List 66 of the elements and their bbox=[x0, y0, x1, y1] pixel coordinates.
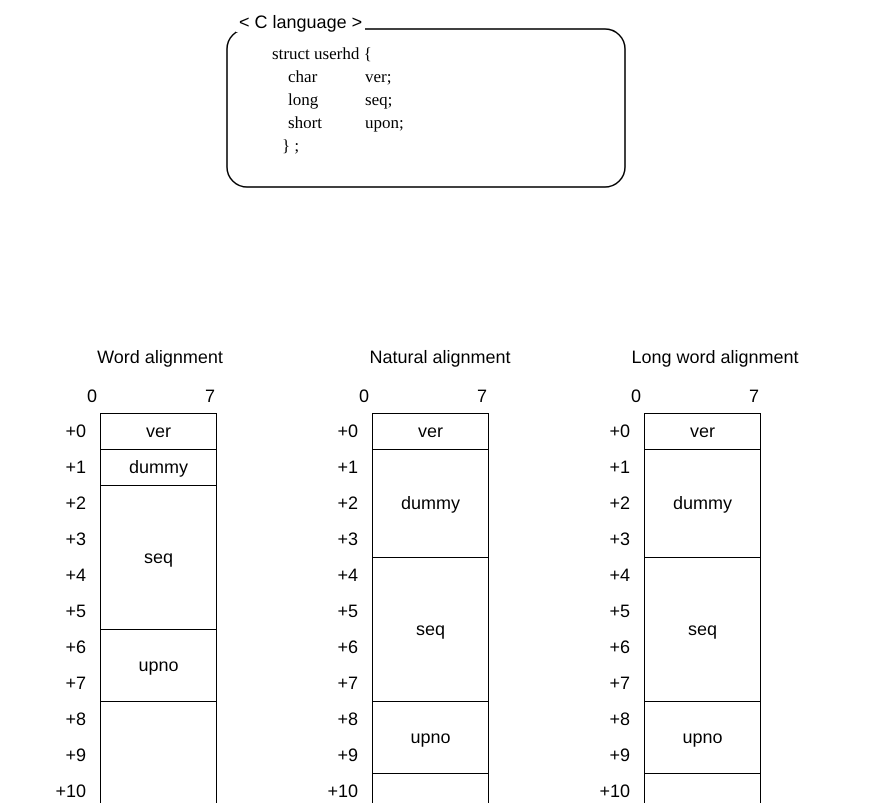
empty-memory-field bbox=[644, 773, 761, 803]
byte-offset: +2 bbox=[64, 493, 86, 513]
code-field: seq; bbox=[365, 90, 392, 110]
empty-memory-field bbox=[372, 773, 489, 803]
code-type: char bbox=[288, 67, 318, 87]
byte-offset: +2 bbox=[608, 493, 630, 513]
table-heading: Natural alignment bbox=[368, 347, 512, 367]
byte-offset: +1 bbox=[64, 457, 86, 477]
byte-offset: +3 bbox=[336, 529, 358, 549]
bit-number: 7 bbox=[476, 386, 488, 406]
byte-offset: +10 bbox=[598, 781, 630, 801]
byte-offset: +9 bbox=[608, 745, 630, 765]
code-field: ver; bbox=[365, 67, 392, 87]
byte-offset: +5 bbox=[336, 601, 358, 621]
byte-offset: +5 bbox=[608, 601, 630, 621]
code-line: struct userhd { bbox=[272, 44, 372, 64]
table-heading: Long word alignment bbox=[630, 347, 800, 367]
memory-field: dummy bbox=[100, 449, 217, 486]
byte-offset: +4 bbox=[336, 565, 358, 585]
byte-offset: +7 bbox=[336, 673, 358, 693]
memory-field: dummy bbox=[372, 449, 489, 558]
memory-field: seq bbox=[100, 485, 217, 630]
frame-title: < C language > bbox=[236, 12, 366, 32]
byte-offset: +0 bbox=[608, 421, 630, 441]
byte-offset: +4 bbox=[608, 565, 630, 585]
byte-offset: +7 bbox=[608, 673, 630, 693]
byte-offset: +5 bbox=[64, 601, 86, 621]
memory-field: dummy bbox=[644, 449, 761, 558]
byte-offset: +6 bbox=[608, 637, 630, 657]
byte-offset: +6 bbox=[336, 637, 358, 657]
code-line: } ; bbox=[282, 136, 300, 156]
byte-offset: +3 bbox=[64, 529, 86, 549]
empty-memory-field bbox=[100, 701, 217, 803]
memory-field: upno bbox=[100, 629, 217, 702]
byte-offset: +1 bbox=[336, 457, 358, 477]
byte-offset: +6 bbox=[64, 637, 86, 657]
bit-number: 0 bbox=[86, 386, 98, 406]
bit-number: 0 bbox=[358, 386, 370, 406]
byte-offset: +8 bbox=[64, 709, 86, 729]
byte-offset: +7 bbox=[64, 673, 86, 693]
byte-offset: +9 bbox=[64, 745, 86, 765]
byte-offset: +10 bbox=[54, 781, 86, 801]
byte-offset: +1 bbox=[608, 457, 630, 477]
code-type: short bbox=[288, 113, 322, 133]
code-type: long bbox=[288, 90, 318, 110]
byte-offset: +0 bbox=[64, 421, 86, 441]
memory-field: ver bbox=[644, 413, 761, 450]
byte-offset: +9 bbox=[336, 745, 358, 765]
bit-number: 7 bbox=[204, 386, 216, 406]
memory-field: upno bbox=[372, 701, 489, 774]
byte-offset: +10 bbox=[326, 781, 358, 801]
code-field: upon; bbox=[365, 113, 404, 133]
memory-field: ver bbox=[100, 413, 217, 450]
memory-field: seq bbox=[644, 557, 761, 702]
byte-offset: +2 bbox=[336, 493, 358, 513]
byte-offset: +4 bbox=[64, 565, 86, 585]
byte-offset: +8 bbox=[608, 709, 630, 729]
bit-number: 0 bbox=[630, 386, 642, 406]
bit-number: 7 bbox=[748, 386, 760, 406]
byte-offset: +8 bbox=[336, 709, 358, 729]
byte-offset: +3 bbox=[608, 529, 630, 549]
memory-field: ver bbox=[372, 413, 489, 450]
memory-field: seq bbox=[372, 557, 489, 702]
byte-offset: +0 bbox=[336, 421, 358, 441]
memory-field: upno bbox=[644, 701, 761, 774]
table-heading: Word alignment bbox=[96, 347, 224, 367]
